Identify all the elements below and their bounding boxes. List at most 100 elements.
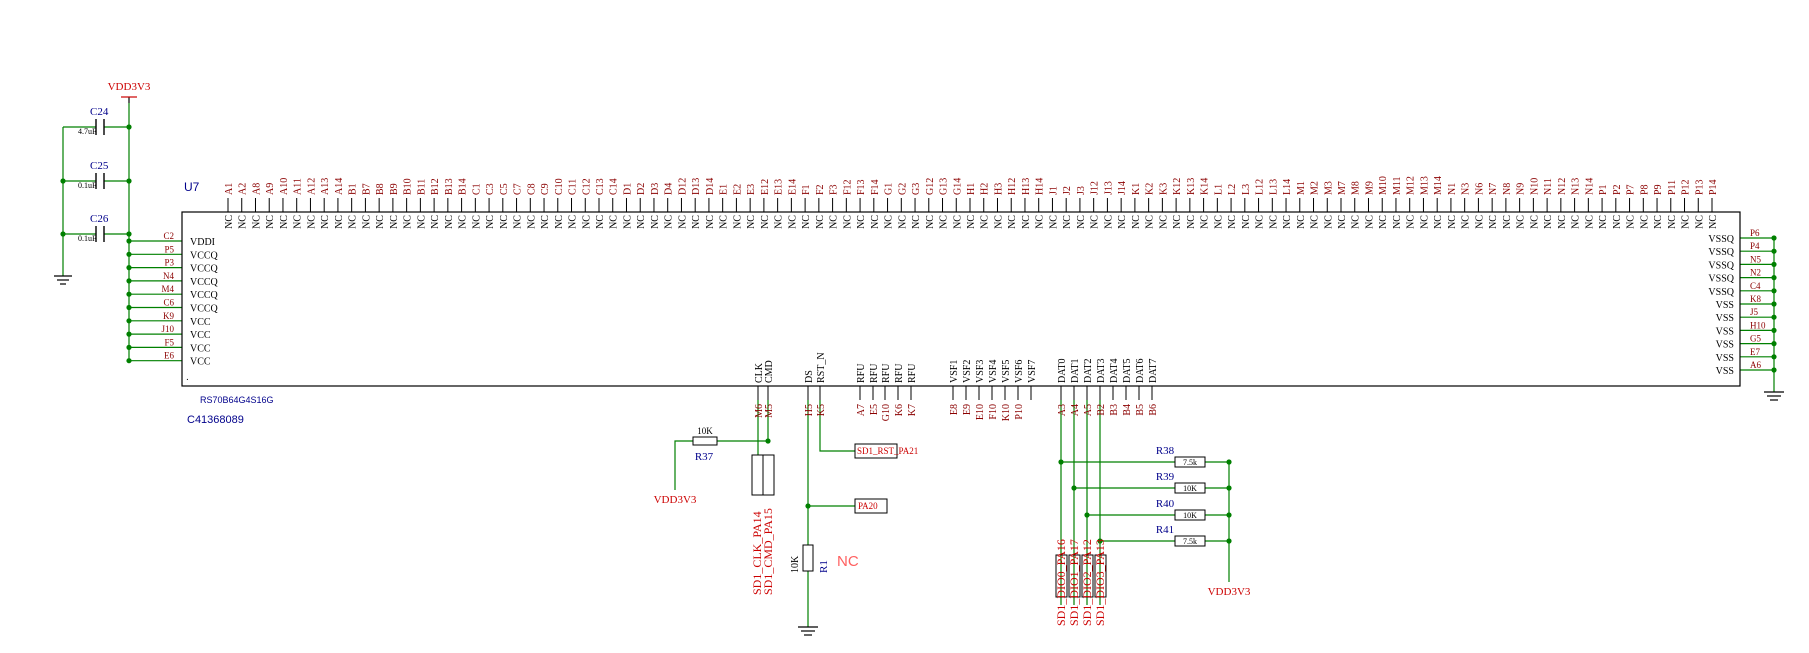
top-pin-number: H3 (993, 183, 1004, 195)
top-pin-number: F3 (829, 184, 840, 195)
top-pin-name-nc: NC (224, 215, 235, 229)
top-pin-name-nc: NC (1268, 215, 1279, 229)
top-pin-name-nc: NC (1392, 215, 1403, 229)
bottom-pin-number: H5 (804, 404, 815, 416)
top-pin-number: F1 (801, 184, 812, 195)
top-pin-name-nc: NC (595, 215, 606, 229)
top-pin-number: L13 (1268, 179, 1279, 195)
top-pin-number: M1 (1296, 181, 1307, 195)
top-pin-name-nc: NC (1557, 215, 1568, 229)
cap-rail-junction (126, 124, 132, 130)
top-pin-number: N10 (1529, 178, 1540, 195)
bottom-pin-number: B5 (1135, 404, 1146, 416)
capacitor-ref: C25 (90, 160, 109, 172)
top-pin-number: N14 (1584, 178, 1595, 195)
top-pin-name-nc: NC (581, 215, 592, 229)
top-pin-number: E2 (732, 184, 743, 195)
top-pin-name-nc: NC (897, 215, 908, 229)
top-pin-name-nc: NC (705, 215, 716, 229)
top-pin-name-nc: NC (622, 215, 633, 229)
top-pin-name-nc: NC (458, 215, 469, 229)
top-pin-name-nc: NC (1255, 215, 1266, 229)
top-pin-name-nc: NC (375, 215, 386, 229)
bottom-pin-name: RST_N (816, 352, 827, 383)
top-pin-number: H14 (1035, 178, 1046, 195)
right-pin-number: K8 (1750, 294, 1761, 304)
bottom-pin-number: E10 (975, 404, 986, 420)
bottom-pin-name: RFU (856, 363, 867, 383)
top-pin-name-nc: NC (1337, 215, 1348, 229)
bottom-pin-name: RFU (869, 363, 880, 383)
right-pin-number: P4 (1750, 241, 1760, 251)
top-pin-name-nc: NC (1172, 215, 1183, 229)
pullup-value: 7.5k (1183, 458, 1197, 467)
right-pin-number: P6 (1750, 228, 1760, 238)
right-pin-name: VSS (1716, 300, 1734, 311)
top-pin-name-nc: NC (801, 215, 812, 229)
bottom-pin-name: DAT3 (1096, 359, 1107, 383)
top-pin-number: E3 (746, 184, 757, 195)
bottom-pin-name: DAT4 (1109, 359, 1120, 383)
top-pin-number: G2 (897, 183, 908, 195)
text-layer: U7 RS70B64G4S16G C41368089 . NC VDD3V3C2… (78, 81, 1251, 626)
bottom-pin-name: DS (804, 370, 815, 383)
top-pin-number: P7 (1626, 184, 1637, 195)
net-label-box (854, 498, 888, 514)
net-label-box (751, 454, 764, 496)
top-pin-name-nc: NC (952, 215, 963, 229)
top-pin-number: C11 (568, 179, 579, 195)
top-pin-number: A11 (293, 178, 304, 195)
chip-part-number: RS70B64G4S16G (200, 395, 274, 405)
top-pin-name-nc: NC (471, 215, 482, 229)
right-pin-number: J5 (1750, 307, 1759, 317)
top-pin-name-nc: NC (416, 215, 427, 229)
top-pin-number: L12 (1255, 179, 1266, 195)
right-pin-name: VSS (1716, 326, 1734, 337)
resistor-body (1174, 509, 1206, 521)
top-pin-name-nc: NC (1310, 215, 1321, 229)
bottom-pin-number: M6 (754, 404, 765, 418)
nc-note: NC (837, 553, 859, 570)
top-pin-name-nc: NC (732, 215, 743, 229)
top-pin-name-nc: NC (1351, 215, 1362, 229)
top-pin-number: J1 (1048, 186, 1059, 195)
bottom-pin-number: B2 (1096, 404, 1107, 416)
bottom-pin-name: VSF2 (962, 360, 973, 383)
right-pin-number: G5 (1750, 334, 1761, 344)
top-pin-number: B8 (375, 183, 386, 195)
bottom-pin-number: A5 (1083, 404, 1094, 416)
top-pin-name-nc: NC (664, 215, 675, 229)
top-pin-number: K3 (1158, 183, 1169, 195)
left-pin-name: VDDI (190, 237, 215, 248)
top-pin-number: C12 (581, 178, 592, 195)
top-pin-name-nc: NC (691, 215, 702, 229)
top-pin-number: P2 (1612, 184, 1623, 195)
bottom-pin-name: VSF5 (1001, 360, 1012, 383)
top-pin-name-nc: NC (856, 215, 867, 229)
r1-value: 10K (790, 555, 801, 573)
top-pin-name-nc: NC (348, 215, 359, 229)
capacitor-ref: C24 (90, 106, 109, 118)
top-pin-name-nc: NC (719, 215, 730, 229)
cap-rail-junction (126, 231, 132, 237)
capacitor-ref: C26 (90, 213, 109, 225)
top-pin-number: G14 (952, 178, 963, 195)
top-pin-number: F14 (870, 179, 881, 195)
top-pin-number: H1 (966, 183, 977, 195)
left-pin-number: C2 (163, 231, 174, 241)
top-pin-name-nc: NC (1474, 215, 1485, 229)
left-pin-number: N4 (163, 271, 174, 281)
top-pin-name-nc: NC (334, 215, 345, 229)
top-pin-name-nc: NC (1406, 215, 1417, 229)
bottom-pin-number: K10 (1001, 404, 1012, 421)
top-pin-number: C3 (485, 183, 496, 195)
top-pin-number: C1 (471, 183, 482, 195)
top-pin-name-nc: NC (1529, 215, 1540, 229)
top-pin-number: P12 (1681, 179, 1692, 195)
bottom-pin-name: VSF4 (988, 360, 999, 383)
top-pin-name-nc: NC (650, 215, 661, 229)
resistor-body (802, 544, 814, 572)
top-pin-number: M13 (1419, 176, 1430, 195)
top-pin-name-nc: NC (238, 215, 249, 229)
left-pin-name: VCCQ (190, 304, 219, 315)
